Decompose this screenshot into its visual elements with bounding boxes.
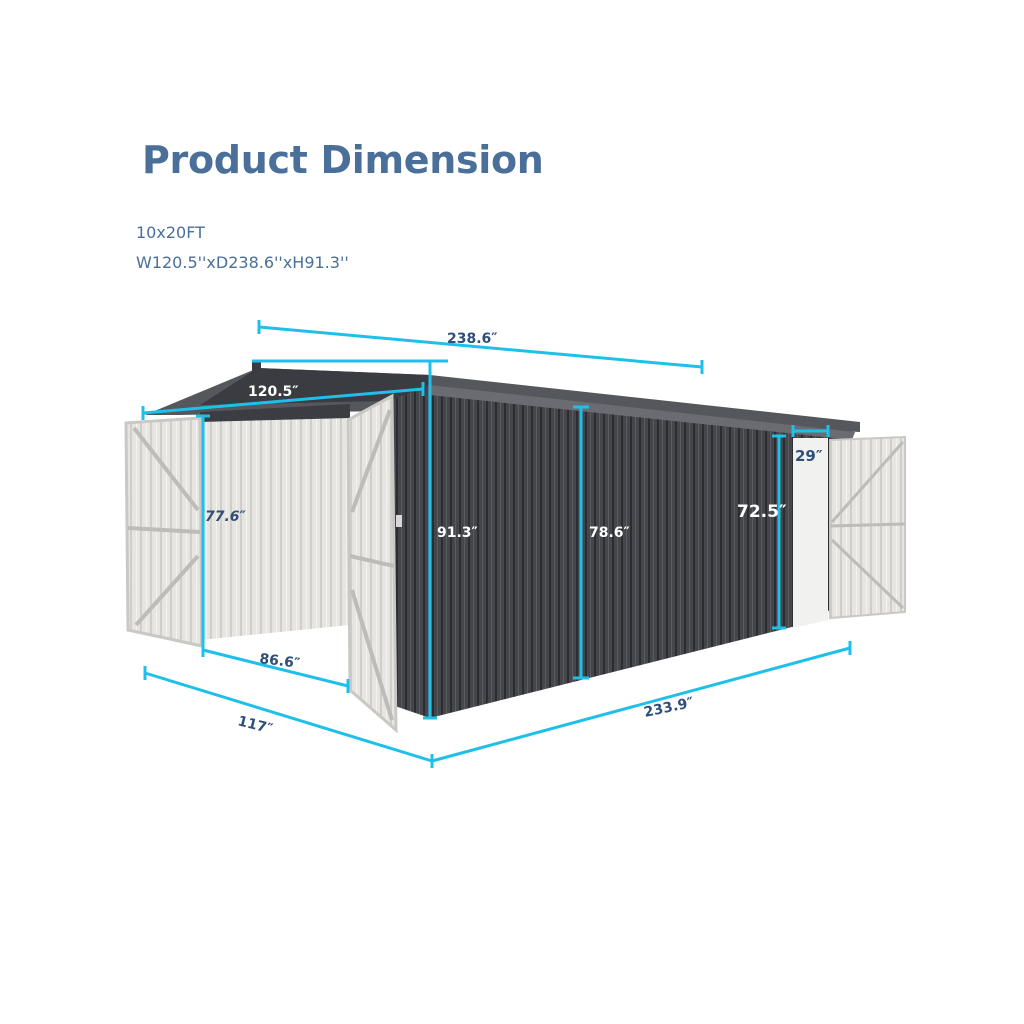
dim-label-78-6: 78.6″ (589, 525, 630, 541)
dim-label-238-6: 238.6″ (447, 331, 498, 347)
size-label: 10x20FT (136, 223, 205, 242)
dim-label-120-5: 120.5″ (248, 384, 299, 400)
side-door (793, 435, 906, 628)
front-door-left (124, 416, 204, 648)
dim-label-117: 117″ (236, 713, 274, 737)
spec-label: W120.5''xD238.6''xH91.3'' (136, 253, 349, 272)
page-title: Product Dimension (142, 138, 544, 182)
dim-label-91-3: 91.3″ (437, 525, 478, 541)
dim-label-233-9: 233.9″ (643, 695, 696, 721)
front-door-right (346, 393, 402, 734)
shed-interior (200, 404, 350, 640)
door-latch (396, 515, 402, 527)
dim-label-29: 29″ (795, 447, 823, 465)
dim-label-77-6: 77.6″ (205, 509, 247, 525)
dim-label-86-6: 86.6″ (259, 651, 301, 672)
shed-side-wall (392, 385, 855, 718)
dim-label-72-5: 72.5″ (737, 502, 787, 522)
dimension-lines (141, 320, 852, 768)
